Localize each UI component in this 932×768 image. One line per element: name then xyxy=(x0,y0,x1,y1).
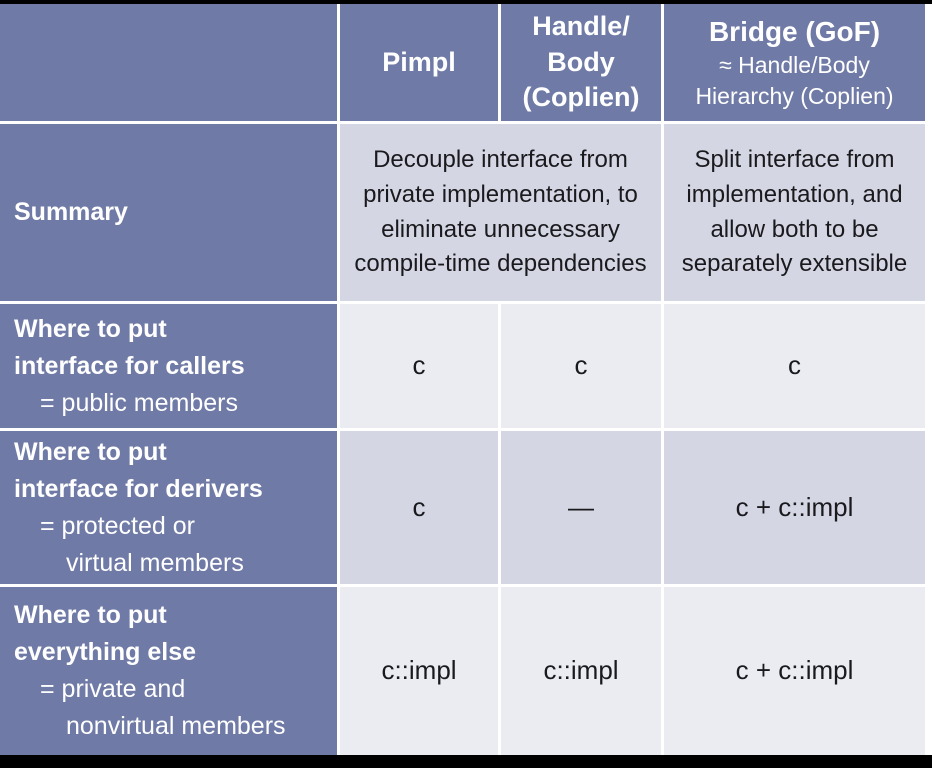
cell-everything-handle-body: c::impl xyxy=(501,587,661,755)
column-header-handle-body: Handle/ Body (Coplien) xyxy=(501,4,661,121)
row-label-subline: virtual members xyxy=(66,548,244,577)
header-corner-cell xyxy=(0,4,337,121)
top-frame-bar xyxy=(0,0,932,4)
column-header-label: Pimpl xyxy=(382,46,456,77)
row-label-subline: nonvirtual members xyxy=(66,712,286,740)
column-header-bridge: Bridge (GoF) ≈ Handle/Body Hierarchy (Co… xyxy=(664,4,925,121)
column-header-pimpl: Pimpl xyxy=(340,4,498,121)
cell-summary-pimpl-handle-body: Decouple interface from private implemen… xyxy=(340,124,661,301)
row-label-line: Where to put xyxy=(14,314,167,343)
cell-everything-bridge: c + c::impl xyxy=(664,587,925,755)
row-label-line: interface for derivers xyxy=(14,474,263,503)
column-header-line: Handle/ xyxy=(532,11,630,42)
cell-callers-handle-body: c xyxy=(501,304,661,428)
cell-callers-bridge: c xyxy=(664,304,925,428)
row-label-everything-else: Where to put everything else = private a… xyxy=(0,587,337,755)
row-label-line: everything else xyxy=(14,638,197,666)
column-header-line: (Coplien) xyxy=(522,82,640,113)
row-label-line: Where to put xyxy=(14,601,167,629)
row-label-interface-for-derivers: Where to put interface for derivers = pr… xyxy=(0,431,337,584)
cell-derivers-pimpl: c xyxy=(340,431,498,584)
row-label-interface-for-callers: Where to put interface for callers = pub… xyxy=(0,304,337,428)
row-label-line: interface for callers xyxy=(14,351,245,380)
row-label-subline: = public members xyxy=(40,388,238,417)
row-label-line: Where to put xyxy=(14,437,167,466)
row-label-subline: = private and xyxy=(40,675,186,703)
row-label-summary: Summary xyxy=(0,124,337,301)
column-header-subtitle-line: Hierarchy (Coplien) xyxy=(695,83,894,110)
column-header-subtitle-line: ≈ Handle/Body xyxy=(719,52,870,79)
cell-everything-pimpl: c::impl xyxy=(340,587,498,755)
cell-callers-pimpl: c xyxy=(340,304,498,428)
row-label-subline: = protected or xyxy=(40,511,195,540)
column-header-title: Bridge (GoF) xyxy=(708,15,881,47)
cell-derivers-bridge: c + c::impl xyxy=(664,431,925,584)
comparison-table: Pimpl Handle/ Body (Coplien) Bridge (GoF… xyxy=(0,4,925,755)
cell-summary-bridge: Split interface from implementation, and… xyxy=(664,124,925,301)
column-header-line: Body xyxy=(547,46,615,77)
cell-derivers-handle-body: — xyxy=(501,431,661,584)
row-label-line: Summary xyxy=(14,198,128,226)
bottom-frame-bar xyxy=(0,755,932,768)
